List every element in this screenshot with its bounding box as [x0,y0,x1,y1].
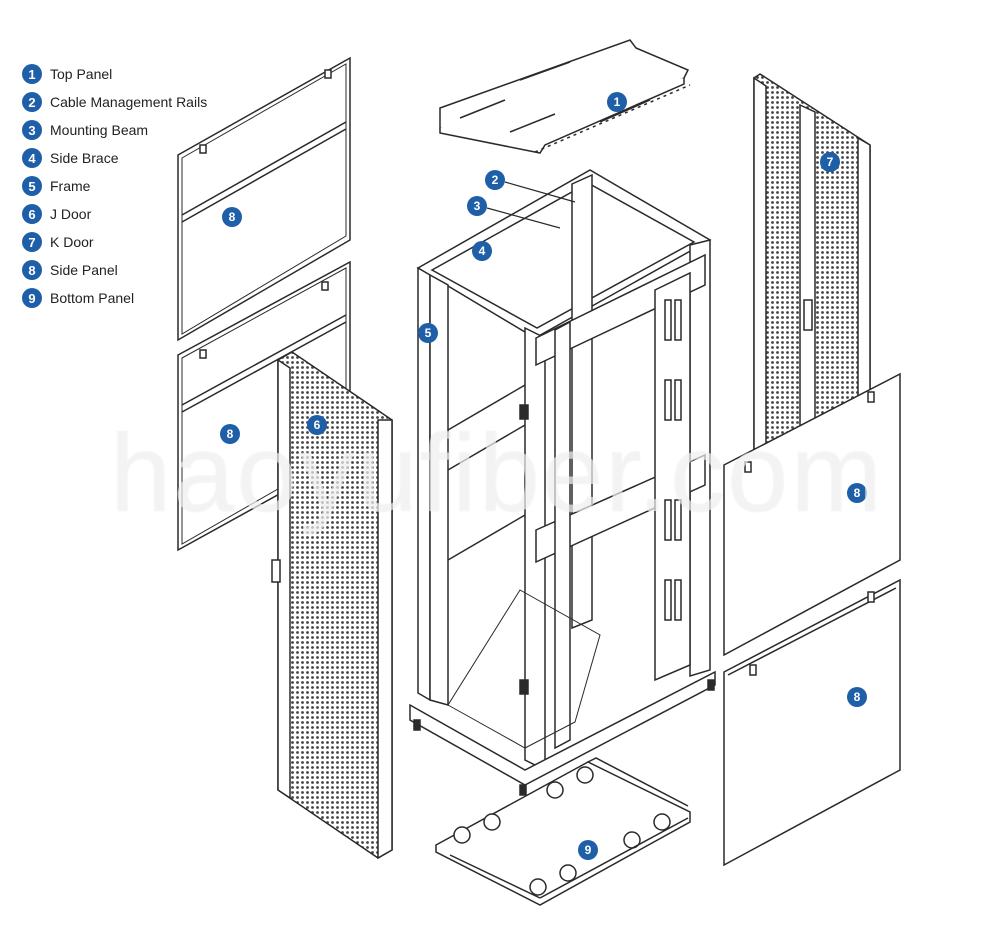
legend-item-bottom-panel: 9 Bottom Panel [22,284,207,312]
legend-number: 4 [22,148,42,168]
callout-8-upper-right: 8 [847,483,867,503]
legend-number: 6 [22,204,42,224]
callout-8-label: 8 [854,486,861,500]
legend-number: 9 [22,288,42,308]
top-panel [439,39,691,154]
legend-number: 3 [22,120,42,140]
callout-3-label: 3 [474,199,481,213]
legend-label: Mounting Beam [50,122,149,138]
callout-5-label: 5 [425,326,432,340]
legend-number: 7 [22,232,42,252]
legend-label: Cable Management Rails [50,94,208,110]
legend-label: Side Brace [50,150,119,166]
callout-8-lower-right: 8 [847,687,867,707]
callout-9-label: 9 [585,843,592,857]
callout-4: 4 [472,241,492,261]
legend-label: J Door [50,206,92,222]
callout-2-label: 2 [492,173,499,187]
legend-label: Frame [50,178,91,194]
callout-7-label: 7 [827,155,834,169]
legend-item-side-panel: 8 Side Panel [22,256,207,284]
legend-item-cable-management-rails: 2 Cable Management Rails [22,88,207,116]
side-panel-upper-left [177,56,351,342]
rack-frame [409,169,716,796]
side-panel-upper-right [723,372,901,657]
callout-3: 3 [467,196,487,216]
legend-label: Bottom Panel [50,290,135,306]
callout-6: 6 [307,415,327,435]
leader-lines [486,181,576,229]
parts-legend: 1 Top Panel 2 Cable Management Rails 3 M… [22,60,207,312]
bottom-panel [435,757,691,906]
legend-number: 2 [22,92,42,112]
legend-item-frame: 5 Frame [22,172,207,200]
callout-9: 9 [578,840,598,860]
j-door [271,351,393,860]
callout-6-label: 6 [314,418,321,432]
callout-7: 7 [820,152,840,172]
legend-item-k-door: 7 K Door [22,228,207,256]
callout-4-label: 4 [479,244,486,258]
callout-8-upper-left: 8 [222,207,242,227]
legend-number: 8 [22,260,42,280]
callout-8-label: 8 [227,427,234,441]
callout-8-label: 8 [229,210,236,224]
legend-label: Top Panel [50,66,113,82]
legend-item-j-door: 6 J Door [22,200,207,228]
side-panel-lower-right [723,578,901,867]
legend-number: 1 [22,64,42,84]
callout-2: 2 [485,170,505,190]
legend-label: Side Panel [50,262,118,278]
legend-item-top-panel: 1 Top Panel [22,60,207,88]
k-door [753,73,871,472]
callout-1-label: 1 [614,95,621,109]
legend-item-side-brace: 4 Side Brace [22,144,207,172]
legend-item-mounting-beam: 3 Mounting Beam [22,116,207,144]
legend-label: K Door [50,234,94,250]
callout-5: 5 [418,323,438,343]
callout-8-label: 8 [854,690,861,704]
legend-number: 5 [22,176,42,196]
callout-1: 1 [607,92,627,112]
callout-8-lower-left: 8 [220,424,240,444]
